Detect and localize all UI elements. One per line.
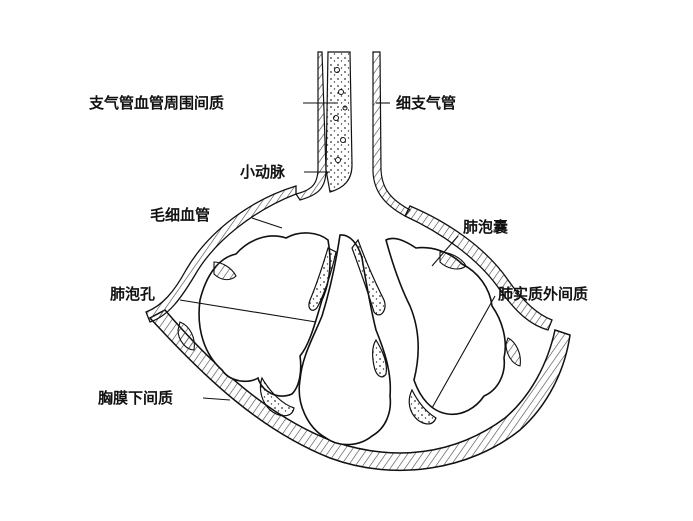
leader-subpleural	[202, 397, 231, 401]
septum-island-5	[408, 388, 437, 425]
label-peribronchovascular-interstitium: 支气管血管周围间质	[89, 94, 225, 112]
septum-island-8	[177, 321, 195, 351]
label-alveolar-pore: 肺泡孔	[110, 285, 156, 303]
pleura-band	[148, 309, 571, 472]
label-extraparenchymal-interstitium: 肺实质外间质	[498, 285, 589, 303]
leader-alveolar-sac	[431, 235, 459, 267]
label-arteriole: 小动脉	[240, 163, 286, 181]
leader-alveolar-pore	[179, 299, 317, 323]
septum-island-1	[351, 238, 386, 316]
septum-island-2	[308, 247, 337, 311]
bronchiole-left-wall	[295, 51, 327, 201]
leader-extraparenchymal	[431, 295, 496, 409]
leader-capillary	[251, 217, 283, 229]
label-capillary: 毛细血管	[150, 206, 211, 224]
left-branch-wall	[145, 185, 297, 323]
septum-island-7	[439, 251, 467, 270]
septum-island-6	[213, 261, 237, 281]
leader-lines	[179, 102, 496, 409]
septum-island-3	[372, 338, 387, 378]
right-branch-wall	[404, 205, 553, 331]
label-alveolar-sac: 肺泡囊	[463, 218, 509, 236]
label-bronchiole: 细支气管	[396, 94, 457, 112]
label-subpleural-interstitium: 胸膜下间质	[98, 389, 174, 407]
peribronchovascular-column	[325, 51, 353, 193]
column-dots	[333, 67, 348, 163]
right-alveolar-sac	[385, 237, 507, 416]
septum-island-9	[505, 337, 521, 367]
septum-island-4	[259, 376, 295, 417]
bronchiole-right-wall	[372, 51, 411, 217]
